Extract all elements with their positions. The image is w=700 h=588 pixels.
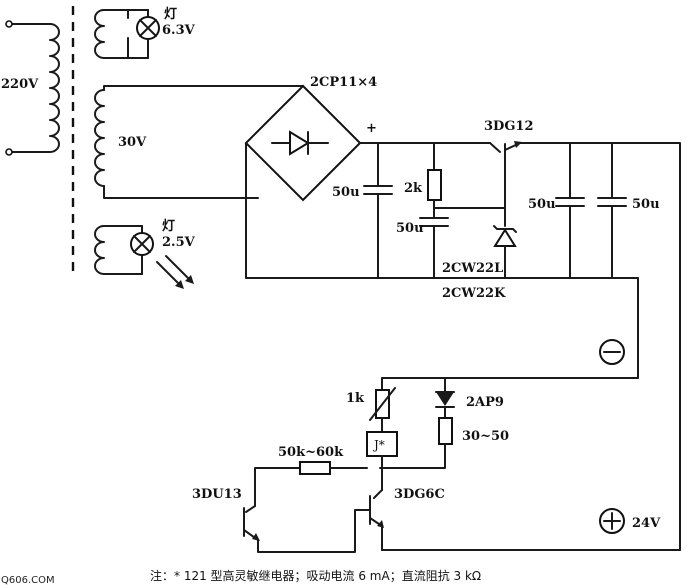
secondary-coil-6v3 xyxy=(94,9,105,59)
label-secondary: 30V xyxy=(118,135,147,150)
potentiometer-1k xyxy=(369,387,396,433)
label-res-2k: 2k xyxy=(404,181,423,196)
plus-terminal xyxy=(599,508,625,534)
label-cap1: 50u xyxy=(332,185,360,200)
label-plus: + xyxy=(366,121,377,136)
watermark: Q606.COM xyxy=(1,575,55,586)
zener-diode xyxy=(493,207,517,279)
capacitor-c4 xyxy=(597,142,627,279)
transformer xyxy=(5,6,105,275)
minus-terminal xyxy=(599,339,625,365)
secondary-coil-30v xyxy=(94,89,105,187)
wire-30v-top xyxy=(103,85,304,91)
label-lamp-bottom-v: 2.5V xyxy=(162,235,196,250)
lamp-2v5-circuit xyxy=(103,225,194,289)
label-photo-transistor: 3DU13 xyxy=(192,487,242,502)
footnote: 注：* 121 型高灵敏继电器；吸动电流 6 mA；直流阻抗 3 kΩ xyxy=(150,568,481,583)
light-rays-icon xyxy=(156,255,194,289)
label-diode-2ap9: 2AP9 xyxy=(466,395,504,410)
label-transistor-top: 3DG12 xyxy=(484,119,534,134)
bridge-rectifier xyxy=(244,84,362,202)
phototransistor-3du13 xyxy=(243,497,371,553)
mains-terminal-top xyxy=(5,20,13,28)
wire-minus xyxy=(381,339,639,391)
label-lamp-top-v: 6.3V xyxy=(162,23,196,38)
wire-to-plus-terminal xyxy=(639,142,681,521)
secondary-coil-2v5 xyxy=(94,225,105,275)
capacitor-c2 xyxy=(419,217,449,279)
primary-coil xyxy=(49,23,60,153)
label-cap2: 50u xyxy=(396,221,424,236)
lamp-6v3-circuit xyxy=(103,9,160,59)
relay-j xyxy=(366,431,398,471)
transistor-3dg12 xyxy=(489,141,641,209)
resistor-30-50 xyxy=(379,417,453,469)
label-cap3: 50u xyxy=(528,197,556,212)
mains-terminal-bottom xyxy=(5,148,13,156)
label-transistor-bottom: 3DG6C xyxy=(394,487,445,502)
label-lamp-bottom-char: 灯 xyxy=(162,218,175,234)
capacitor-c3 xyxy=(555,142,585,279)
label-zener2: 2CW22K xyxy=(442,286,506,301)
wire-30v-bottom xyxy=(103,185,259,199)
label-zener1: 2CW22L xyxy=(442,261,503,276)
label-mains: 220V xyxy=(1,77,39,92)
label-bridge: 2CP11×4 xyxy=(310,75,377,90)
label-res-50k: 50k~60k xyxy=(278,445,344,460)
transistor-3dg6c xyxy=(369,469,681,551)
capacitor-c1 xyxy=(363,142,393,279)
negative-rail xyxy=(245,142,639,341)
label-relay-res: 30~50 xyxy=(462,429,509,444)
label-lamp-top-char: 灯 xyxy=(164,6,177,22)
lamp-top-icon xyxy=(136,16,160,40)
resistor-2k xyxy=(427,142,442,219)
lamp-bottom-icon xyxy=(130,232,154,256)
bridge-diode-icon xyxy=(289,130,310,156)
label-24v: 24V xyxy=(632,516,661,531)
label-cap4: 50u xyxy=(632,197,660,212)
diode-2ap9 xyxy=(435,391,455,419)
label-relay: J* xyxy=(372,438,385,452)
resistor-50k-60k xyxy=(254,461,368,499)
label-pot-1k: 1k xyxy=(346,391,365,406)
